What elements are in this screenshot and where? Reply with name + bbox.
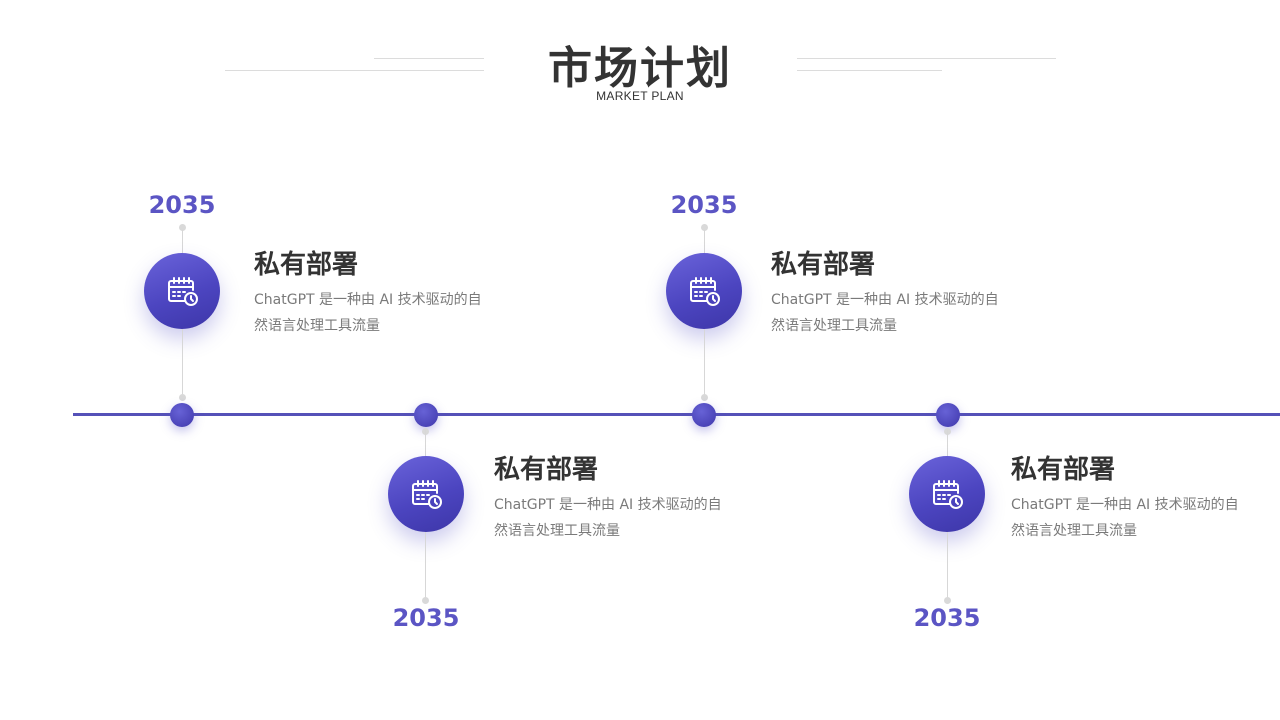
milestone-description: ChatGPT 是一种由 AI 技术驱动的自然语言处理工具流量 [771,292,999,334]
milestone-description: ChatGPT 是一种由 AI 技术驱动的自然语言处理工具流量 [1011,497,1239,539]
connector-stem [182,230,183,254]
milestone-year: 2035 [670,191,738,219]
calendar-clock-icon [690,277,720,306]
milestone-title: 私有部署 [1011,455,1116,485]
calendar-clock-icon [168,277,198,306]
milestone-title: 私有部署 [771,250,876,280]
connector-dot [944,597,951,604]
timeline-node [170,403,194,427]
connector-dot [179,224,186,231]
connector-stem [947,532,948,598]
page-subtitle: MARKET PLAN [596,89,684,103]
milestone-title: 私有部署 [494,455,599,485]
header-deco-line-right-short [797,70,942,71]
milestone-description: ChatGPT 是一种由 AI 技术驱动的自然语言处理工具流量 [254,292,482,334]
connector-stem [425,430,426,458]
timeline-node [936,403,960,427]
header-deco-line-right-long [797,58,1056,59]
calendar-clock-icon [933,480,963,509]
milestone-icon-circle [909,456,985,532]
timeline-node [692,403,716,427]
page-title: 市场计划 [548,43,732,94]
milestone-icon-circle [666,253,742,329]
header-deco-line-left-long [225,70,484,71]
milestone-title: 私有部署 [254,250,359,280]
connector-stem [947,430,948,458]
connector-stem [704,230,705,254]
milestone-year: 2035 [913,604,981,632]
milestone-description: ChatGPT 是一种由 AI 技术驱动的自然语言处理工具流量 [494,497,722,539]
milestone-icon-circle [144,253,220,329]
connector-dot [179,394,186,401]
connector-dot [422,597,429,604]
timeline-node [414,403,438,427]
connector-stem [425,532,426,598]
connector-dot [701,224,708,231]
header-deco-line-left-short [374,58,484,59]
milestone-year: 2035 [148,191,216,219]
timeline-axis [73,413,1280,416]
connector-dot [701,394,708,401]
milestone-year: 2035 [392,604,460,632]
connector-stem [704,329,705,397]
milestone-icon-circle [388,456,464,532]
connector-stem [182,329,183,397]
calendar-clock-icon [412,480,442,509]
